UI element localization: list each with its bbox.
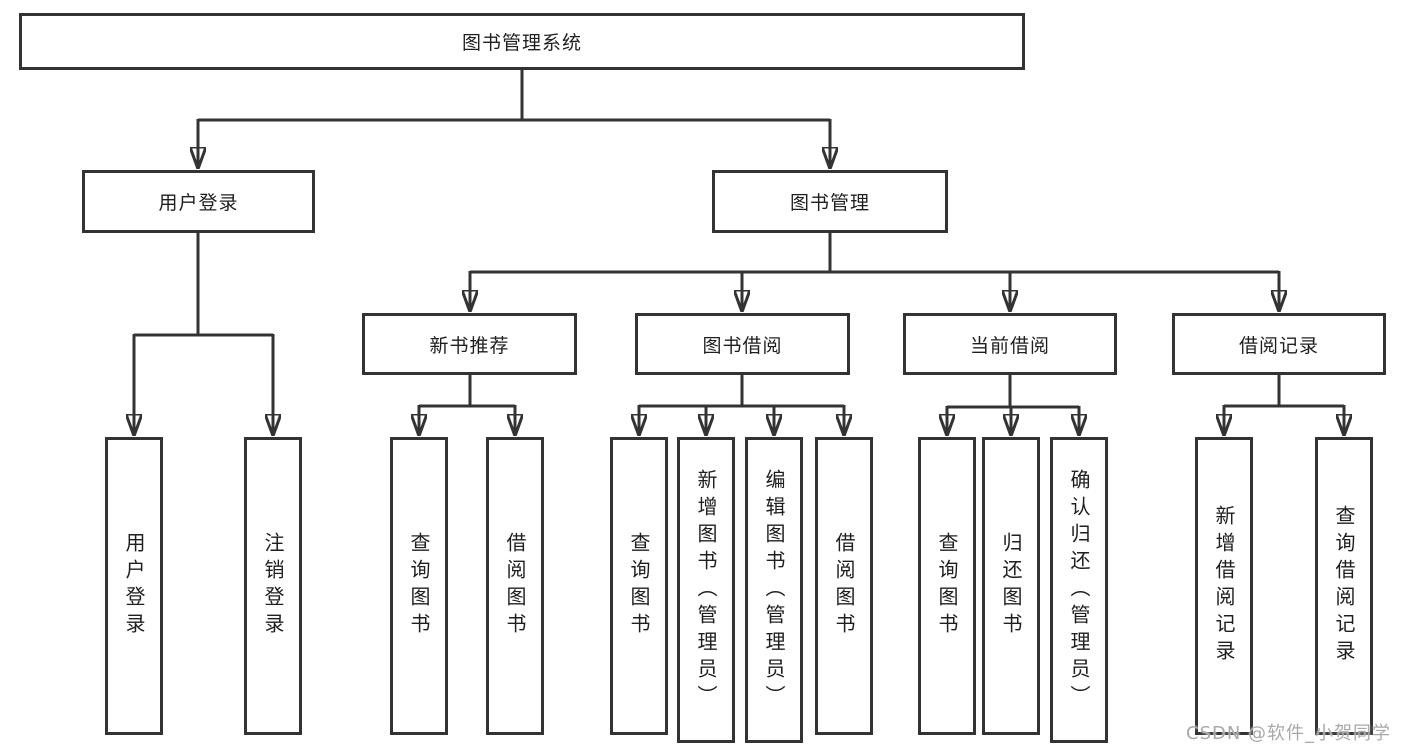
connector-book-borrowing-to-leaves bbox=[639, 375, 844, 436]
node-new-book-recommend: 新书推荐 bbox=[362, 313, 577, 375]
connector-root-to-level2 bbox=[198, 70, 830, 169]
node-label: 借阅记录 bbox=[1238, 334, 1319, 357]
node-book-management: 图书管理 bbox=[712, 170, 948, 233]
leaf-label: 确认归还（管理员） bbox=[1067, 468, 1091, 712]
leaf-label: 归还图书 bbox=[999, 532, 1023, 640]
node-label: 图书借阅 bbox=[702, 334, 783, 357]
watermark: CSDN @软件_小贺同学 bbox=[1186, 723, 1392, 744]
leaf-label: 新增借阅记录 bbox=[1212, 505, 1236, 667]
node-user-login: 用户登录 bbox=[82, 170, 315, 233]
leaf-borrowing-borrow-book: 借阅图书 bbox=[815, 437, 873, 735]
leaf-newbooks-borrow-book: 借阅图书 bbox=[486, 437, 544, 735]
leaf-user-login: 用户登录 bbox=[105, 437, 163, 735]
leaf-label: 查询图书 bbox=[627, 532, 651, 640]
leaf-records-add-record: 新增借阅记录 bbox=[1195, 437, 1253, 735]
leaf-current-query-book: 查询图书 bbox=[918, 437, 976, 735]
leaf-label: 借阅图书 bbox=[832, 532, 856, 640]
leaf-logout: 注销登录 bbox=[244, 437, 302, 735]
node-label: 当前借阅 bbox=[969, 334, 1050, 357]
leaf-label: 注销登录 bbox=[261, 532, 285, 640]
node-label: 图书管理 bbox=[789, 192, 870, 214]
node-root-label: 图书管理系统 bbox=[461, 32, 582, 54]
leaf-borrowing-add-book-admin: 新增图书（管理员） bbox=[677, 437, 735, 743]
leaf-label: 查询图书 bbox=[407, 532, 431, 640]
leaf-label: 借阅图书 bbox=[503, 532, 527, 640]
connector-user-login-to-leaves bbox=[134, 233, 273, 436]
node-book-borrowing: 图书借阅 bbox=[635, 313, 850, 375]
node-label: 用户登录 bbox=[158, 192, 239, 214]
leaf-label: 新增图书（管理员） bbox=[694, 468, 718, 712]
node-borrowing-records: 借阅记录 bbox=[1172, 313, 1386, 375]
leaf-current-confirm-return-admin: 确认归还（管理员） bbox=[1050, 437, 1108, 743]
connector-book-management-to-level3 bbox=[470, 233, 1279, 312]
node-current-borrowing: 当前借阅 bbox=[903, 313, 1117, 375]
node-root: 图书管理系统 bbox=[19, 13, 1025, 70]
node-label: 新书推荐 bbox=[429, 334, 510, 357]
leaf-label: 查询借阅记录 bbox=[1332, 505, 1356, 667]
leaf-label: 编辑图书（管理员） bbox=[762, 468, 786, 712]
leaf-records-query-record: 查询借阅记录 bbox=[1315, 437, 1373, 735]
leaf-current-return-book: 归还图书 bbox=[982, 437, 1040, 735]
connector-borrowing-records-to-leaves bbox=[1224, 375, 1344, 436]
connector-new-book-recommend-to-leaves bbox=[419, 375, 515, 436]
leaf-label: 用户登录 bbox=[122, 532, 146, 640]
leaf-borrowing-edit-book-admin: 编辑图书（管理员） bbox=[745, 437, 803, 743]
connector-current-borrowing-to-leaves bbox=[947, 375, 1079, 436]
leaf-newbooks-query-book: 查询图书 bbox=[390, 437, 448, 735]
leaf-borrowing-query-book: 查询图书 bbox=[610, 437, 668, 735]
leaf-label: 查询图书 bbox=[935, 532, 959, 640]
